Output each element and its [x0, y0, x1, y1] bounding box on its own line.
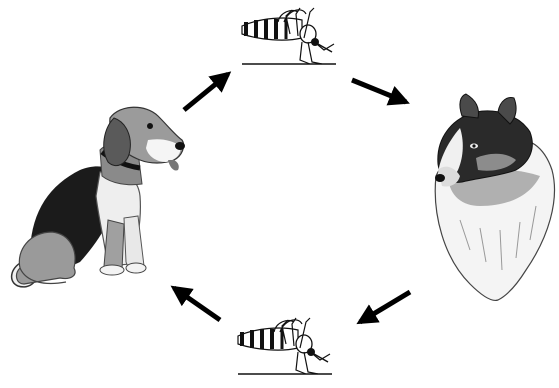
arrow-collie-to-mosquito-bottom — [360, 292, 410, 322]
arrow-beagle-to-mosquito-top — [184, 74, 228, 110]
beagle-dog-icon — [12, 107, 185, 287]
cycle-arrows — [174, 74, 410, 322]
collie-dog-icon — [435, 94, 554, 300]
arrow-mosquito-bottom-to-beagle — [174, 288, 220, 320]
mosquito-icon — [238, 318, 332, 374]
mosquito-icon — [242, 8, 336, 64]
arrow-mosquito-top-to-collie — [352, 80, 406, 102]
